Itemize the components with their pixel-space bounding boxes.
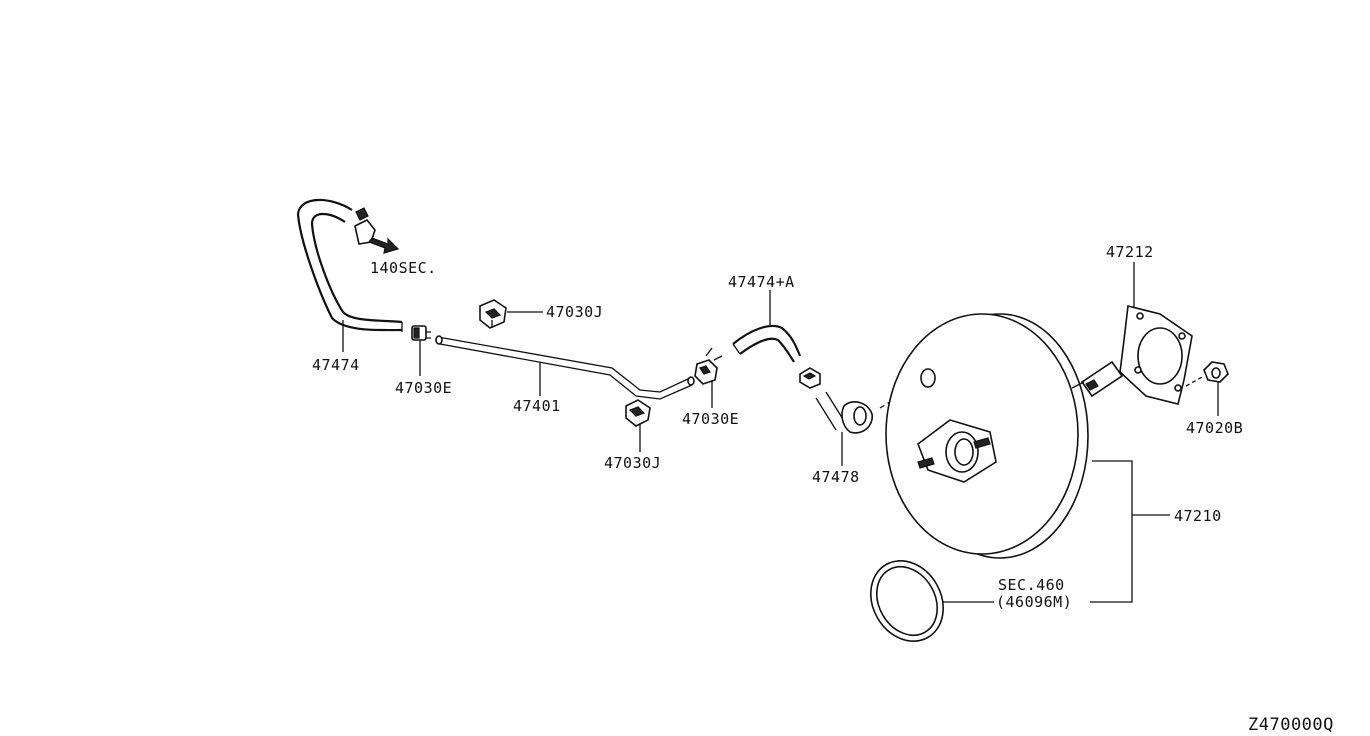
hose-47474a[interactable] <box>732 324 802 363</box>
label-47474a: 47474+A <box>728 273 795 291</box>
o-ring-46096m[interactable] <box>857 548 958 655</box>
clamp-47030e-mid[interactable] <box>694 347 723 385</box>
hose-clip-top[interactable] <box>354 207 376 245</box>
label-47020b: 47020B <box>1186 419 1243 437</box>
label-47478: 47478 <box>812 468 860 486</box>
gasket-47212[interactable] <box>1119 305 1193 405</box>
label-46096m: (46096M) <box>996 593 1072 611</box>
connector-47478[interactable] <box>815 391 873 434</box>
clip-47030j-top[interactable] <box>479 299 507 329</box>
clip-47030j-bottom[interactable] <box>625 399 651 427</box>
leader-47210-bracket <box>942 460 1170 603</box>
dashed-to-nut <box>1185 375 1205 387</box>
hose-47474[interactable] <box>296 198 403 332</box>
arrow-to-sec140 <box>368 237 400 254</box>
label-47030e-left: 47030E <box>395 379 452 397</box>
label-sec460: SEC.460 <box>998 576 1065 594</box>
nut-47020b[interactable] <box>1203 361 1229 383</box>
label-47030j-bottom: 47030J <box>604 454 661 472</box>
label-47030j-top: 47030J <box>546 303 603 321</box>
diagram-code: Z470000Q <box>1248 715 1334 735</box>
brake-booster-47210[interactable] <box>885 313 1089 559</box>
label-47401: 47401 <box>513 397 561 415</box>
label-47210: 47210 <box>1174 507 1222 525</box>
booster-push-rod[interactable] <box>1071 360 1124 398</box>
clamp-47030e-left[interactable] <box>411 325 431 341</box>
label-47212: 47212 <box>1106 243 1154 261</box>
label-47474: 47474 <box>312 356 360 374</box>
label-sec140: 140SEC. <box>370 259 437 277</box>
label-47030e-mid: 47030E <box>682 410 739 428</box>
clamp-47474a[interactable] <box>799 367 821 389</box>
tube-47401[interactable] <box>435 335 695 400</box>
